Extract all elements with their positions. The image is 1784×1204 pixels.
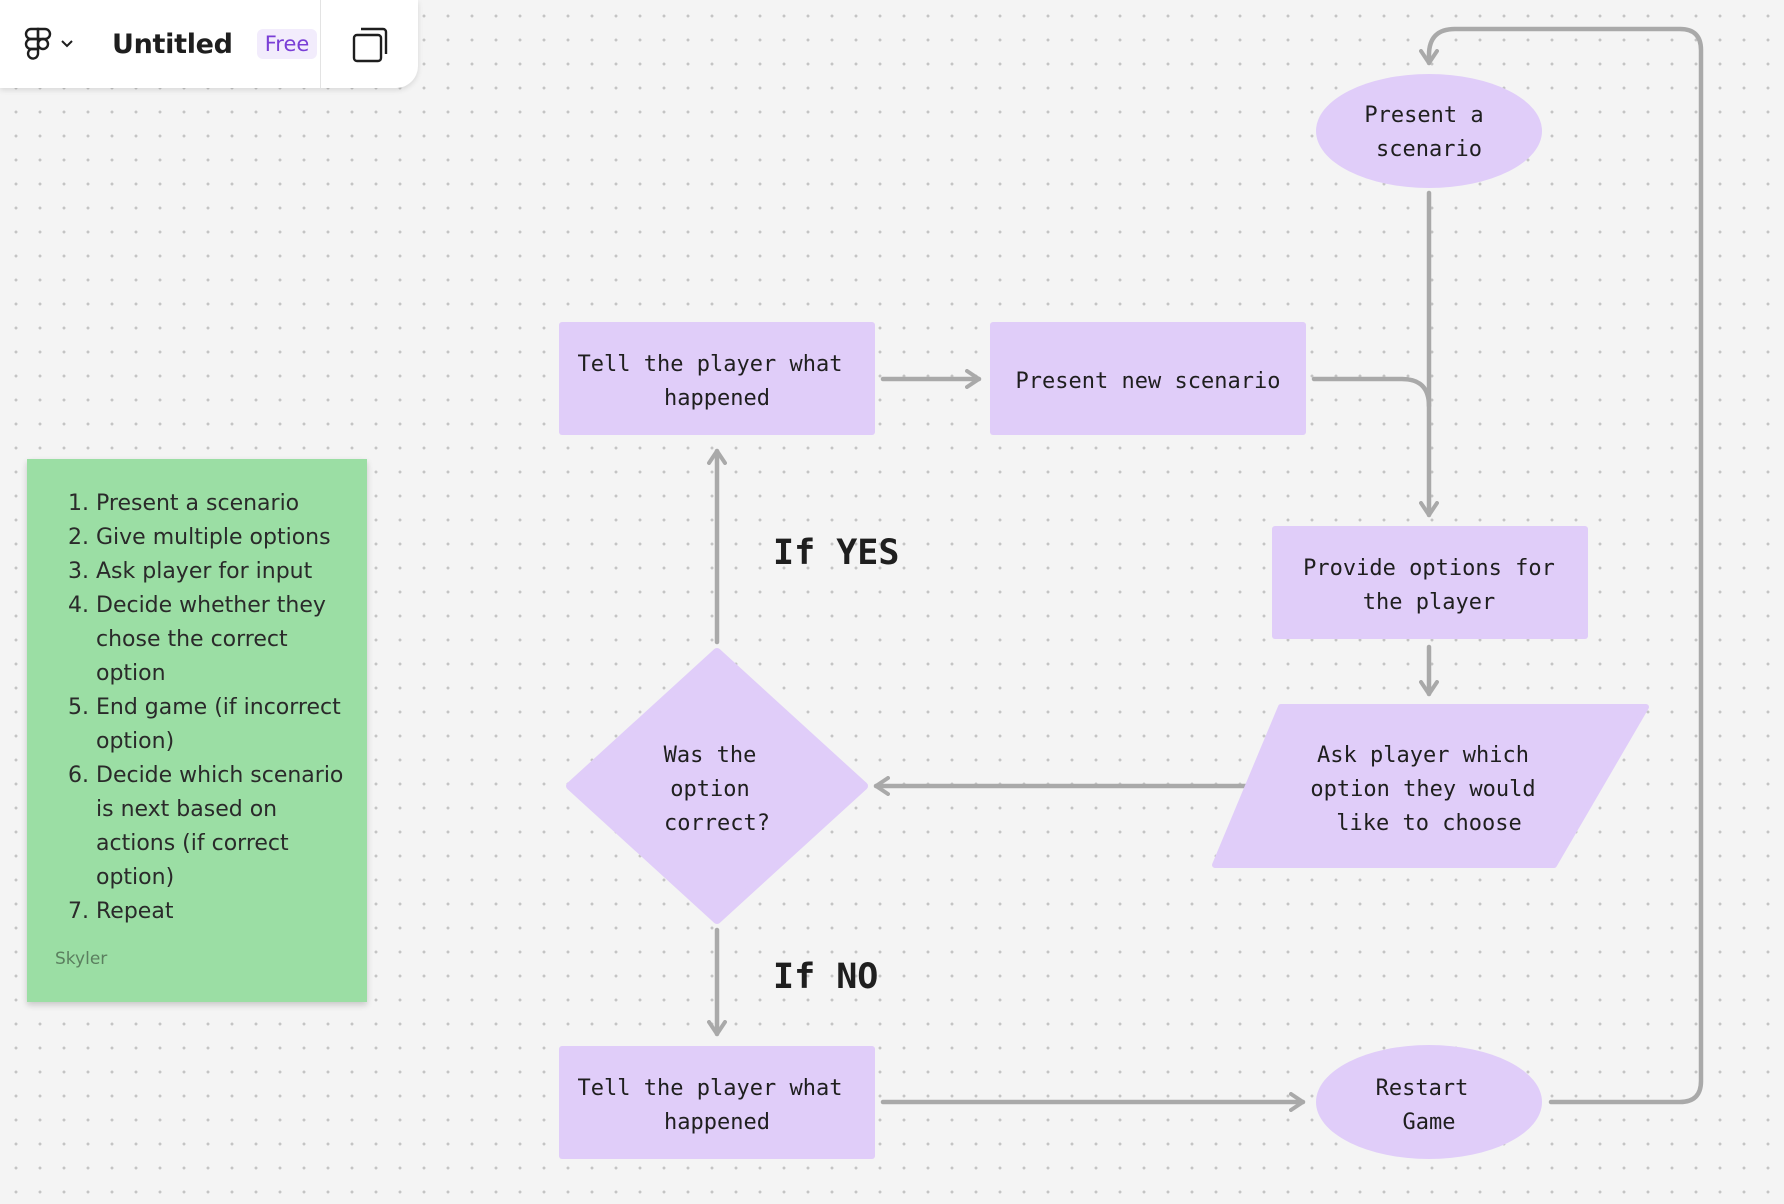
figma-logo-icon: [24, 27, 52, 60]
node-ask-player[interactable]: Ask player which option they would like …: [1212, 704, 1649, 868]
chevron-down-icon: [61, 40, 73, 48]
item-text: Ask player for input: [96, 559, 313, 584]
layers-button[interactable]: [350, 24, 390, 69]
item-number: 5.: [68, 695, 89, 720]
file-toolbar: Untitled Free: [0, 0, 418, 88]
edge-label-no[interactable]: If NO: [773, 957, 878, 997]
svg-text:Tell the player what: Tell the player what: [578, 1076, 843, 1101]
svg-text:Present new scenario: Present new scenario: [1016, 369, 1281, 394]
sticky-author: Skyler: [55, 949, 108, 969]
plan-badge[interactable]: Free: [256, 29, 318, 59]
list-item: 7. Repeat: [59, 895, 359, 929]
svg-text:Tell the player what: Tell the player what: [578, 352, 843, 377]
svg-text:like to choose: like to choose: [1336, 811, 1521, 836]
svg-text:the player: the player: [1363, 590, 1495, 615]
item-number: 6.: [68, 763, 89, 788]
node-decision[interactable]: Was the option correct?: [566, 648, 868, 924]
node-present-scenario[interactable]: Present a scenario: [1316, 74, 1542, 188]
svg-text:option they would: option they would: [1310, 777, 1535, 802]
svg-text:happened: happened: [664, 386, 770, 411]
item-number: 3.: [68, 559, 89, 584]
list-item: 3. Ask player for input: [59, 555, 359, 589]
sticky-note[interactable]: 1. Present a scenario 2. Give multiple opt…: [27, 459, 367, 1002]
layers-icon: [352, 27, 388, 63]
node-provide-options[interactable]: Provide options for the player: [1272, 526, 1588, 639]
svg-text:scenario: scenario: [1376, 137, 1482, 162]
file-title[interactable]: Untitled: [112, 28, 233, 60]
connector-new-scenario-merge[interactable]: [1311, 376, 1432, 409]
svg-text:Provide options for: Provide options for: [1303, 556, 1555, 581]
item-text: Present a scenario: [96, 491, 300, 516]
svg-text:option: option: [670, 777, 749, 802]
svg-text:correct?: correct?: [664, 811, 770, 836]
svg-text:Game: Game: [1403, 1110, 1456, 1135]
svg-text:Ask player which: Ask player which: [1317, 743, 1529, 768]
svg-text:Restart: Restart: [1376, 1076, 1469, 1101]
item-number: 1.: [68, 491, 89, 516]
connector-restart-loop[interactable]: [1419, 26, 1704, 1105]
list-item: 2. Give multiple options: [59, 521, 359, 555]
node-restart-game[interactable]: Restart Game: [1316, 1045, 1542, 1159]
edge-label-yes[interactable]: If YES: [773, 533, 899, 573]
item-number: 4.: [68, 593, 89, 618]
item-number: 7.: [68, 899, 89, 924]
svg-text:Was the: Was the: [664, 743, 757, 768]
steps-list: 1. Present a scenario 2. Give multiple opt…: [59, 487, 359, 929]
node-present-new-scenario[interactable]: Present new scenario: [990, 322, 1306, 435]
node-tell-player-yes[interactable]: Tell the player what happened: [559, 322, 875, 435]
main-menu-button[interactable]: [24, 26, 74, 62]
node-tell-player-no[interactable]: Tell the player what happened: [559, 1046, 875, 1159]
svg-text:happened: happened: [664, 1110, 770, 1135]
item-text: Repeat: [96, 899, 174, 924]
toolbar-divider: [320, 0, 321, 88]
item-text: Give multiple options: [96, 525, 331, 550]
item-number: 2.: [68, 525, 89, 550]
list-item: 1. Present a scenario: [59, 487, 359, 521]
svg-text:Present a: Present a: [1364, 103, 1483, 128]
